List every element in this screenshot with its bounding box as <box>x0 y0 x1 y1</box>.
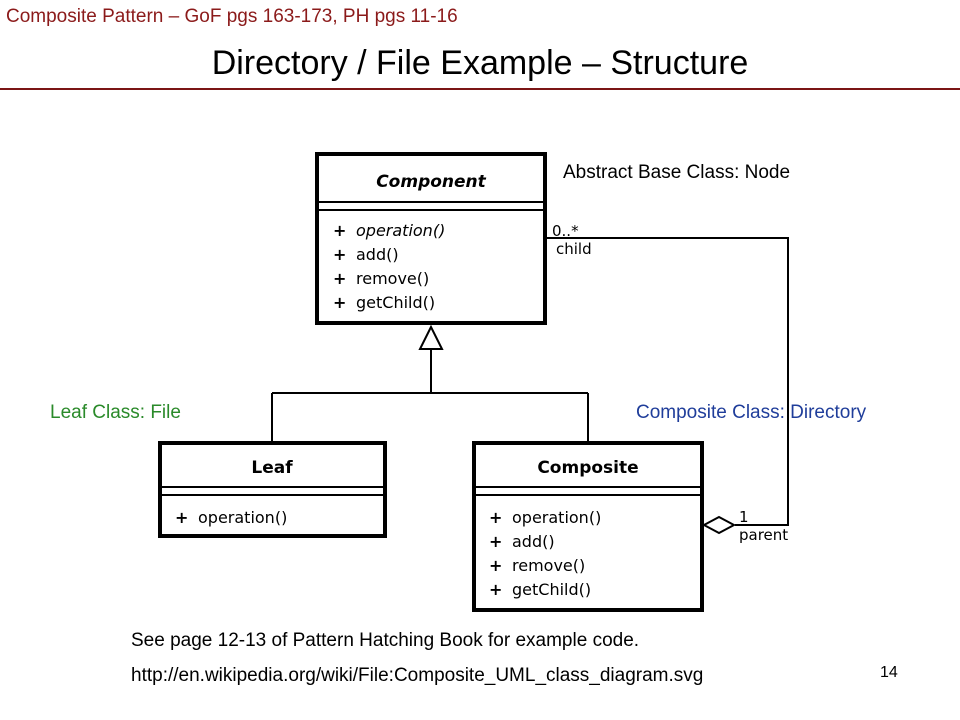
composite-class-name: Composite <box>537 458 638 478</box>
composite-method-visibility: + <box>489 508 502 527</box>
child-multiplicity: 0..* <box>552 222 579 240</box>
composite-method-name: remove() <box>512 556 585 575</box>
component-method-visibility: + <box>333 245 346 264</box>
component-method-name: getChild() <box>356 293 435 312</box>
aggregation-association: 0..* child 1 parent <box>545 222 789 544</box>
component-method-name: add() <box>356 245 399 264</box>
composite-method-name: operation() <box>512 508 601 527</box>
composite-method-visibility: + <box>489 556 502 575</box>
composite-method-name: getChild() <box>512 580 591 599</box>
component-class-name: Component <box>376 172 486 192</box>
child-role: child <box>556 240 592 258</box>
component-method-name: remove() <box>356 269 429 288</box>
leaf-class-label: Leaf Class: File <box>50 402 181 423</box>
abstract-base-class-label: Abstract Base Class: Node <box>563 162 791 183</box>
composite-method-visibility: + <box>489 580 502 599</box>
component-method-name: operation() <box>356 221 445 240</box>
composite-class-box: Composite + operation() + add() + remove() + ge… <box>472 441 704 612</box>
page-title: Directory / File Example – Structure <box>211 44 749 82</box>
generalization-connector <box>271 324 589 443</box>
inheritance-arrowhead <box>418 324 444 350</box>
page-number: 14 <box>880 664 898 681</box>
component-method-visibility: + <box>333 221 346 240</box>
title-divider <box>0 88 960 90</box>
leaf-method-name: operation() <box>198 508 287 527</box>
leaf-class-name: Leaf <box>251 458 293 478</box>
component-method-visibility: + <box>333 293 346 312</box>
component-methods: + operation() + add() + remove() + getChild() <box>333 221 445 312</box>
leaf-method-visibility: + <box>175 508 188 527</box>
header-note: Composite Pattern – GoF pgs 163-173, PH … <box>6 6 458 27</box>
parent-multiplicity: 1 <box>739 508 749 526</box>
composite-methods: + operation() + add() + remove() + getChild() <box>489 508 601 599</box>
component-method-visibility: + <box>333 269 346 288</box>
footnote-reference: See page 12-13 of Pattern Hatching Book … <box>131 630 640 651</box>
leaf-class-box: Leaf + operation() <box>158 441 387 538</box>
composite-class-label: Composite Class: Directory <box>636 402 867 423</box>
parent-role: parent <box>739 526 788 544</box>
leaf-methods: + operation() <box>175 508 287 527</box>
composite-method-visibility: + <box>489 532 502 551</box>
component-class-box: Component + operation() + add() + remove() + ge… <box>315 152 547 325</box>
aggregation-diamond <box>701 515 737 535</box>
composite-method-name: add() <box>512 532 555 551</box>
footnote-url: http://en.wikipedia.org/wiki/File:Compos… <box>131 665 704 686</box>
